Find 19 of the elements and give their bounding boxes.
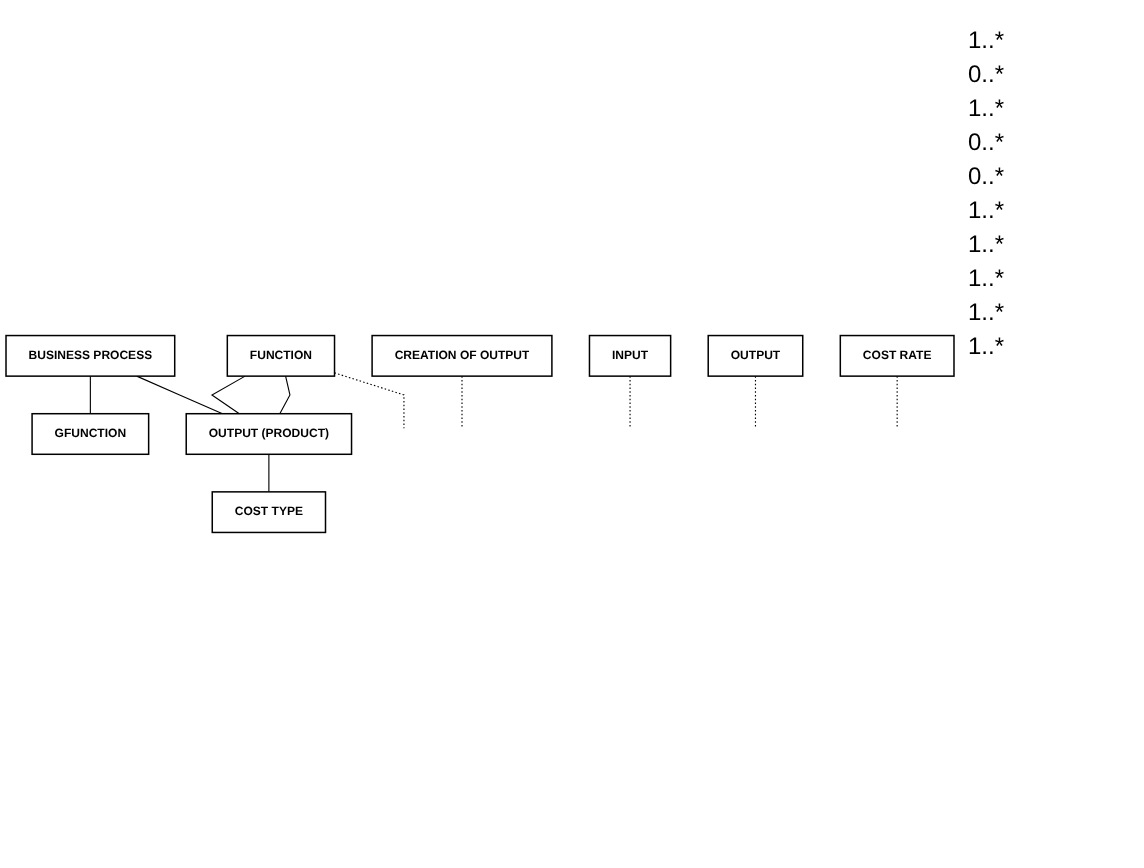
multiplicity-label: 1..* bbox=[968, 298, 1007, 326]
connector bbox=[896, 375, 898, 429]
multiplicity-label: 1..* bbox=[968, 94, 1007, 122]
multiplicity-label: 1..* bbox=[968, 264, 1007, 292]
connector bbox=[754, 375, 757, 429]
multiplicity-label: 0..* bbox=[968, 162, 1007, 190]
multiplicity-label: 1..* bbox=[968, 332, 1007, 360]
connector bbox=[461, 375, 463, 429]
connector bbox=[279, 375, 291, 415]
connector bbox=[333, 372, 405, 429]
connector bbox=[89, 375, 91, 415]
multiplicity-label: 1..* bbox=[968, 196, 1007, 224]
connector bbox=[629, 375, 631, 429]
connector bbox=[268, 453, 270, 493]
multiplicity-label: 1..* bbox=[968, 230, 1007, 258]
multiplicity-label: 0..* bbox=[968, 128, 1007, 156]
multiplicity-label: 0..* bbox=[968, 60, 1007, 88]
multiplicity-label: 1..* bbox=[968, 26, 1007, 54]
connector bbox=[136, 375, 224, 415]
